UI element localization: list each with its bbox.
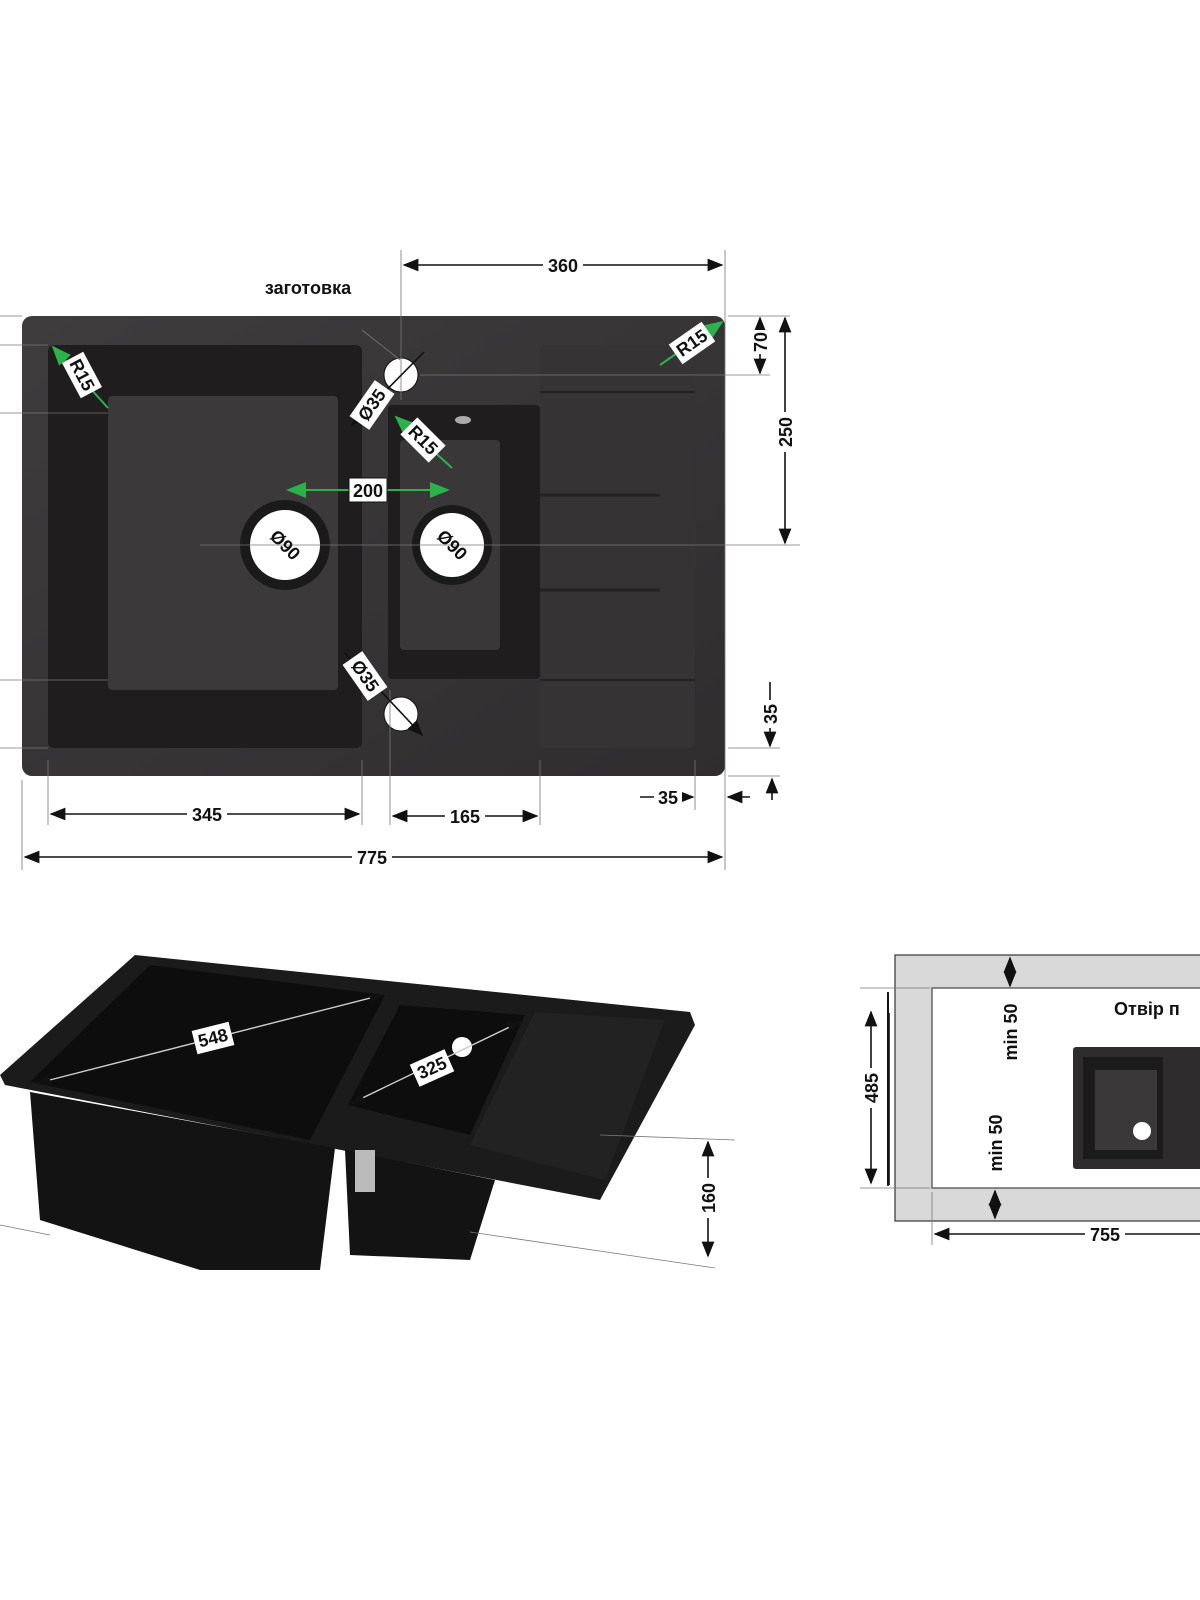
dim-485: 485 [862,1073,882,1103]
min-margin-top: min 50 [1001,1003,1021,1060]
cutout-view: Отвір п 485 min 50 min 50 755 [860,954,1200,1245]
dim-35-horizontal: 35 [658,788,678,808]
perspective-view: 548 325 160 [0,955,736,1270]
cutout-title: Отвір п [1114,999,1180,1019]
blank-label: заготовка [265,278,352,298]
dim-70: 70 [751,332,771,352]
dim-165: 165 [450,807,480,827]
drainboard [540,345,695,748]
dim-755: 755 [1090,1225,1120,1245]
dim-775: 775 [357,848,387,868]
dim-160: 160 [699,1183,719,1213]
dim-250: 250 [776,417,796,447]
top-view: 360 заготовка 70 250 35 35 345 165 775 2… [0,250,800,870]
left-bowl-bottom [108,396,338,690]
dim-360: 360 [548,256,578,276]
dim-35-vertical: 35 [761,704,781,724]
dim-345: 345 [192,805,222,825]
min-margin-bottom: min 50 [986,1114,1006,1171]
dim-200: 200 [353,481,383,501]
